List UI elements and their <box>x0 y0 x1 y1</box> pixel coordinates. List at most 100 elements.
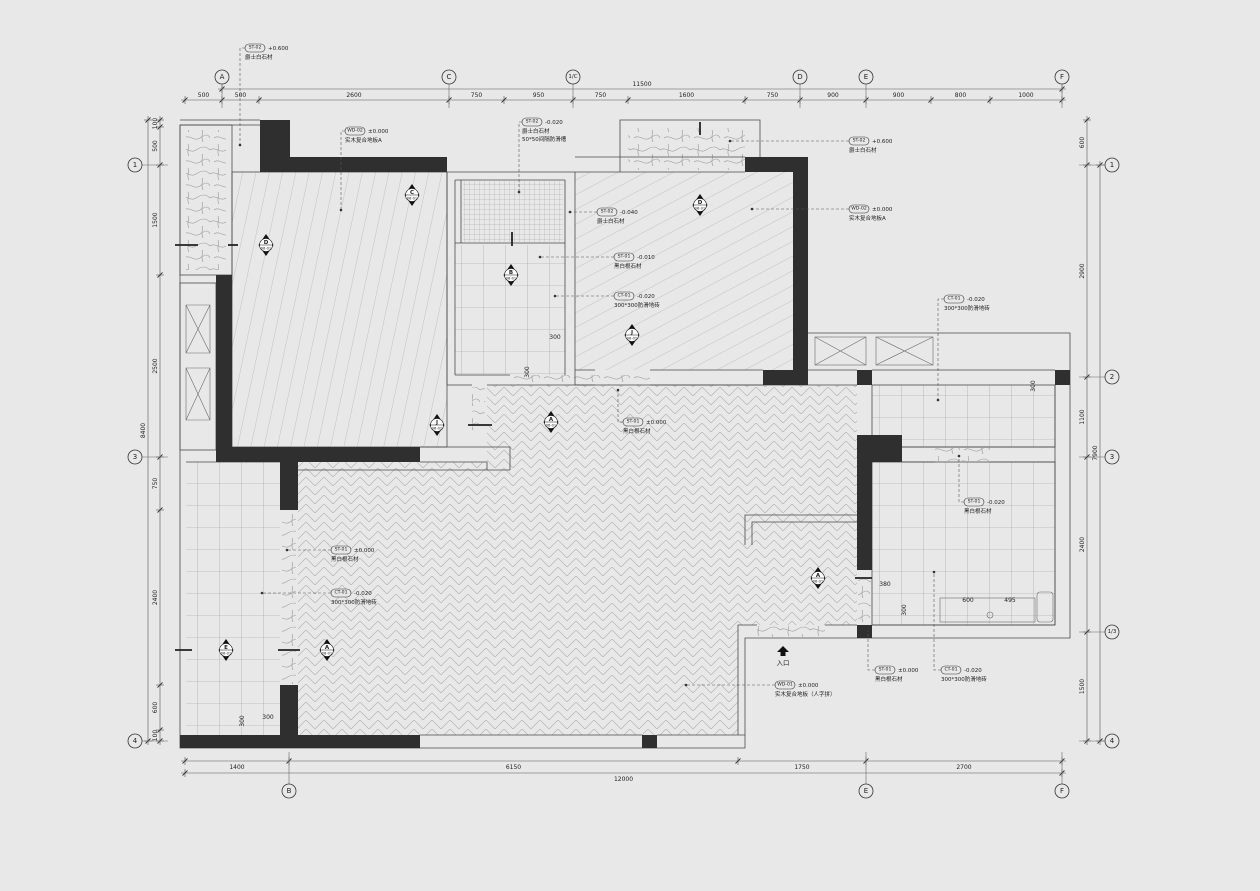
local-dimension-text: 300 <box>549 334 561 341</box>
grid-axis-bottom: F <box>1054 752 1070 799</box>
grid-axis-right: 1 <box>1079 157 1120 173</box>
dimension-text: 750 <box>595 92 607 99</box>
dimension-text: 2500 <box>152 358 159 373</box>
dimension-text: 1600 <box>679 92 694 99</box>
floor-level: -0.010 <box>637 255 655 261</box>
material-description: 爵士白石材 <box>245 53 273 61</box>
grid-axis-top: F <box>1054 69 1070 108</box>
grid-bubble-label: F <box>1060 73 1064 81</box>
wall <box>1055 370 1070 385</box>
grid-axis-bottom: E <box>858 752 874 799</box>
material-code: ST-02 <box>249 45 262 51</box>
wall <box>180 735 420 748</box>
stone-threshold <box>858 575 871 623</box>
dimension-text: 950 <box>533 92 545 99</box>
grid-bubble-circle <box>858 783 874 799</box>
dimension-text: 1400 <box>229 764 244 771</box>
dimension-text: 2700 <box>956 764 971 771</box>
leader-end-dot <box>957 454 961 458</box>
section-sheet: 06-01 <box>407 197 417 201</box>
section-sheet: 06-01 <box>506 277 516 281</box>
grid-bubble-label: C <box>447 73 452 81</box>
material-code-tag <box>330 545 352 555</box>
grid-bubble-label: 4 <box>1110 737 1115 745</box>
dimension-text: 1100 <box>1079 409 1086 424</box>
dimension-tick <box>182 770 188 776</box>
material-code: WD-02 <box>347 128 363 134</box>
dimension-tick <box>182 758 188 764</box>
leader-end-dot <box>684 683 688 687</box>
grid-axis-top: E <box>858 69 874 108</box>
section-marker: C06-01 <box>404 184 420 206</box>
material-code: CT-01 <box>947 296 960 302</box>
material-code-tag <box>344 126 366 136</box>
local-dimension: 380 <box>879 581 891 588</box>
leader-end-dot <box>936 398 940 402</box>
window-box <box>185 304 211 421</box>
grid-bubble-circle <box>1104 449 1120 465</box>
material-description: 爵士白石材 <box>522 127 550 135</box>
grid-bubble-circle <box>565 69 581 85</box>
window-box <box>814 336 934 366</box>
section-letter: D <box>698 200 703 206</box>
section-letter: J <box>435 420 438 426</box>
material-description: 黑白根石材 <box>331 555 359 563</box>
material-code-tag <box>940 665 962 675</box>
leader-line <box>518 121 522 192</box>
left-room-tile-floor <box>186 462 280 735</box>
wall <box>857 370 872 385</box>
dimension-text: 100 <box>152 118 159 130</box>
dimension-text: 100 <box>152 730 159 742</box>
section-letter: J <box>630 330 633 336</box>
section-sheet: 06-01 <box>221 652 231 656</box>
material-description-detail: 50*50间隔防滑槽 <box>522 135 567 143</box>
dimension-text: 1500 <box>1079 679 1086 694</box>
entrance-label: 入口 <box>777 659 790 667</box>
sink <box>986 611 994 619</box>
grid-bubble-label: B <box>287 787 292 795</box>
grid-bubble-circle <box>1104 369 1120 385</box>
balcony-stone-top-left <box>186 130 226 270</box>
grid-bubble-circle <box>214 69 230 85</box>
grid-bubble-circle <box>1104 624 1120 640</box>
living-boundary <box>186 384 1055 736</box>
grid-bubble-circle <box>858 69 874 85</box>
grid-axis-right: 2 <box>1079 369 1120 385</box>
grid-bubble-label: F <box>1060 787 1064 795</box>
walls <box>180 120 1070 748</box>
material-code: ST-01 <box>335 547 348 553</box>
material-code-tag <box>613 252 635 262</box>
floor-level: -0.040 <box>620 210 638 216</box>
material-code-tag <box>943 294 965 304</box>
window-box <box>875 336 934 366</box>
floor-level: ±0.000 <box>898 668 919 674</box>
dimension-text: 12000 <box>614 776 633 783</box>
section-sheet: 06-02 <box>627 337 637 341</box>
grid-axis-bottom: B <box>281 752 297 799</box>
section-marker: E06-01 <box>218 639 234 661</box>
bath-vanity <box>939 597 1036 623</box>
local-dimension-text: 380 <box>879 581 891 588</box>
dimension-tick <box>987 97 993 103</box>
dimension-tick <box>1084 117 1090 123</box>
grid-bubble-label: 4 <box>133 737 138 745</box>
grid-axis-top: D <box>792 69 808 108</box>
local-dimension: 300 <box>262 714 274 721</box>
section-marker: A06-01 <box>810 567 826 589</box>
toilet <box>1036 591 1054 623</box>
grid-bubble-circle <box>281 783 297 799</box>
local-dimension: 300 <box>239 715 246 727</box>
stone-threshold <box>757 626 825 637</box>
dimension-text: 11500 <box>632 81 651 88</box>
material-code-tag <box>622 417 644 427</box>
material-code: ST-01 <box>627 419 640 425</box>
grid-axis-left: 4 <box>127 733 168 749</box>
